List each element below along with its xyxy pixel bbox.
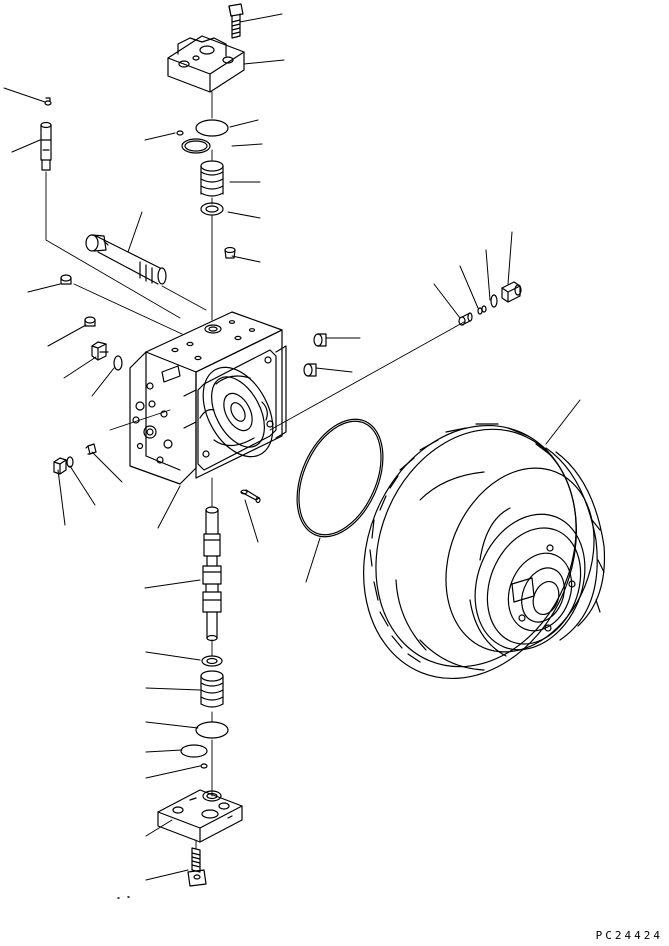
retainer-top bbox=[201, 203, 223, 215]
pin-right bbox=[241, 490, 260, 503]
relief-spring bbox=[491, 295, 497, 307]
fitting-bottom-left bbox=[54, 458, 66, 474]
washer-bottom-left bbox=[67, 444, 96, 467]
valve-body bbox=[130, 312, 287, 484]
plate-bottom bbox=[196, 722, 228, 738]
o-ring-bottom bbox=[181, 745, 207, 757]
pin-left bbox=[41, 123, 51, 171]
assembly-lines bbox=[46, 92, 464, 848]
cap-screw-top bbox=[229, 4, 243, 38]
stray-marks bbox=[118, 897, 129, 898]
plate-top bbox=[177, 120, 228, 136]
cover-bottom bbox=[158, 790, 242, 842]
o-ring-plug-left bbox=[45, 98, 51, 105]
gasket-ring bbox=[280, 406, 400, 550]
plug-top bbox=[225, 248, 235, 259]
o-ring-left bbox=[114, 356, 122, 370]
plug-right-2 bbox=[304, 364, 316, 376]
cover-top bbox=[168, 36, 244, 92]
relief-plug bbox=[502, 282, 521, 302]
plug-left-1 bbox=[61, 275, 71, 284]
o-ring-top bbox=[182, 139, 210, 153]
figure-reference-code: PC24424 bbox=[595, 929, 663, 942]
plug-right-1 bbox=[314, 334, 326, 346]
long-shaft bbox=[86, 235, 166, 284]
spring-top bbox=[201, 161, 223, 196]
spring-bottom bbox=[201, 671, 223, 707]
plug-left-2 bbox=[85, 317, 95, 326]
spool bbox=[203, 507, 221, 641]
retainer-bottom bbox=[202, 656, 222, 666]
leader-lines bbox=[4, 14, 580, 880]
relief-washer bbox=[478, 306, 486, 314]
fitting-left bbox=[92, 342, 108, 360]
relief-poppet bbox=[459, 313, 472, 325]
motor-housing bbox=[327, 393, 621, 710]
cap-screw-bottom bbox=[188, 848, 206, 886]
ball-bottom bbox=[201, 764, 207, 768]
